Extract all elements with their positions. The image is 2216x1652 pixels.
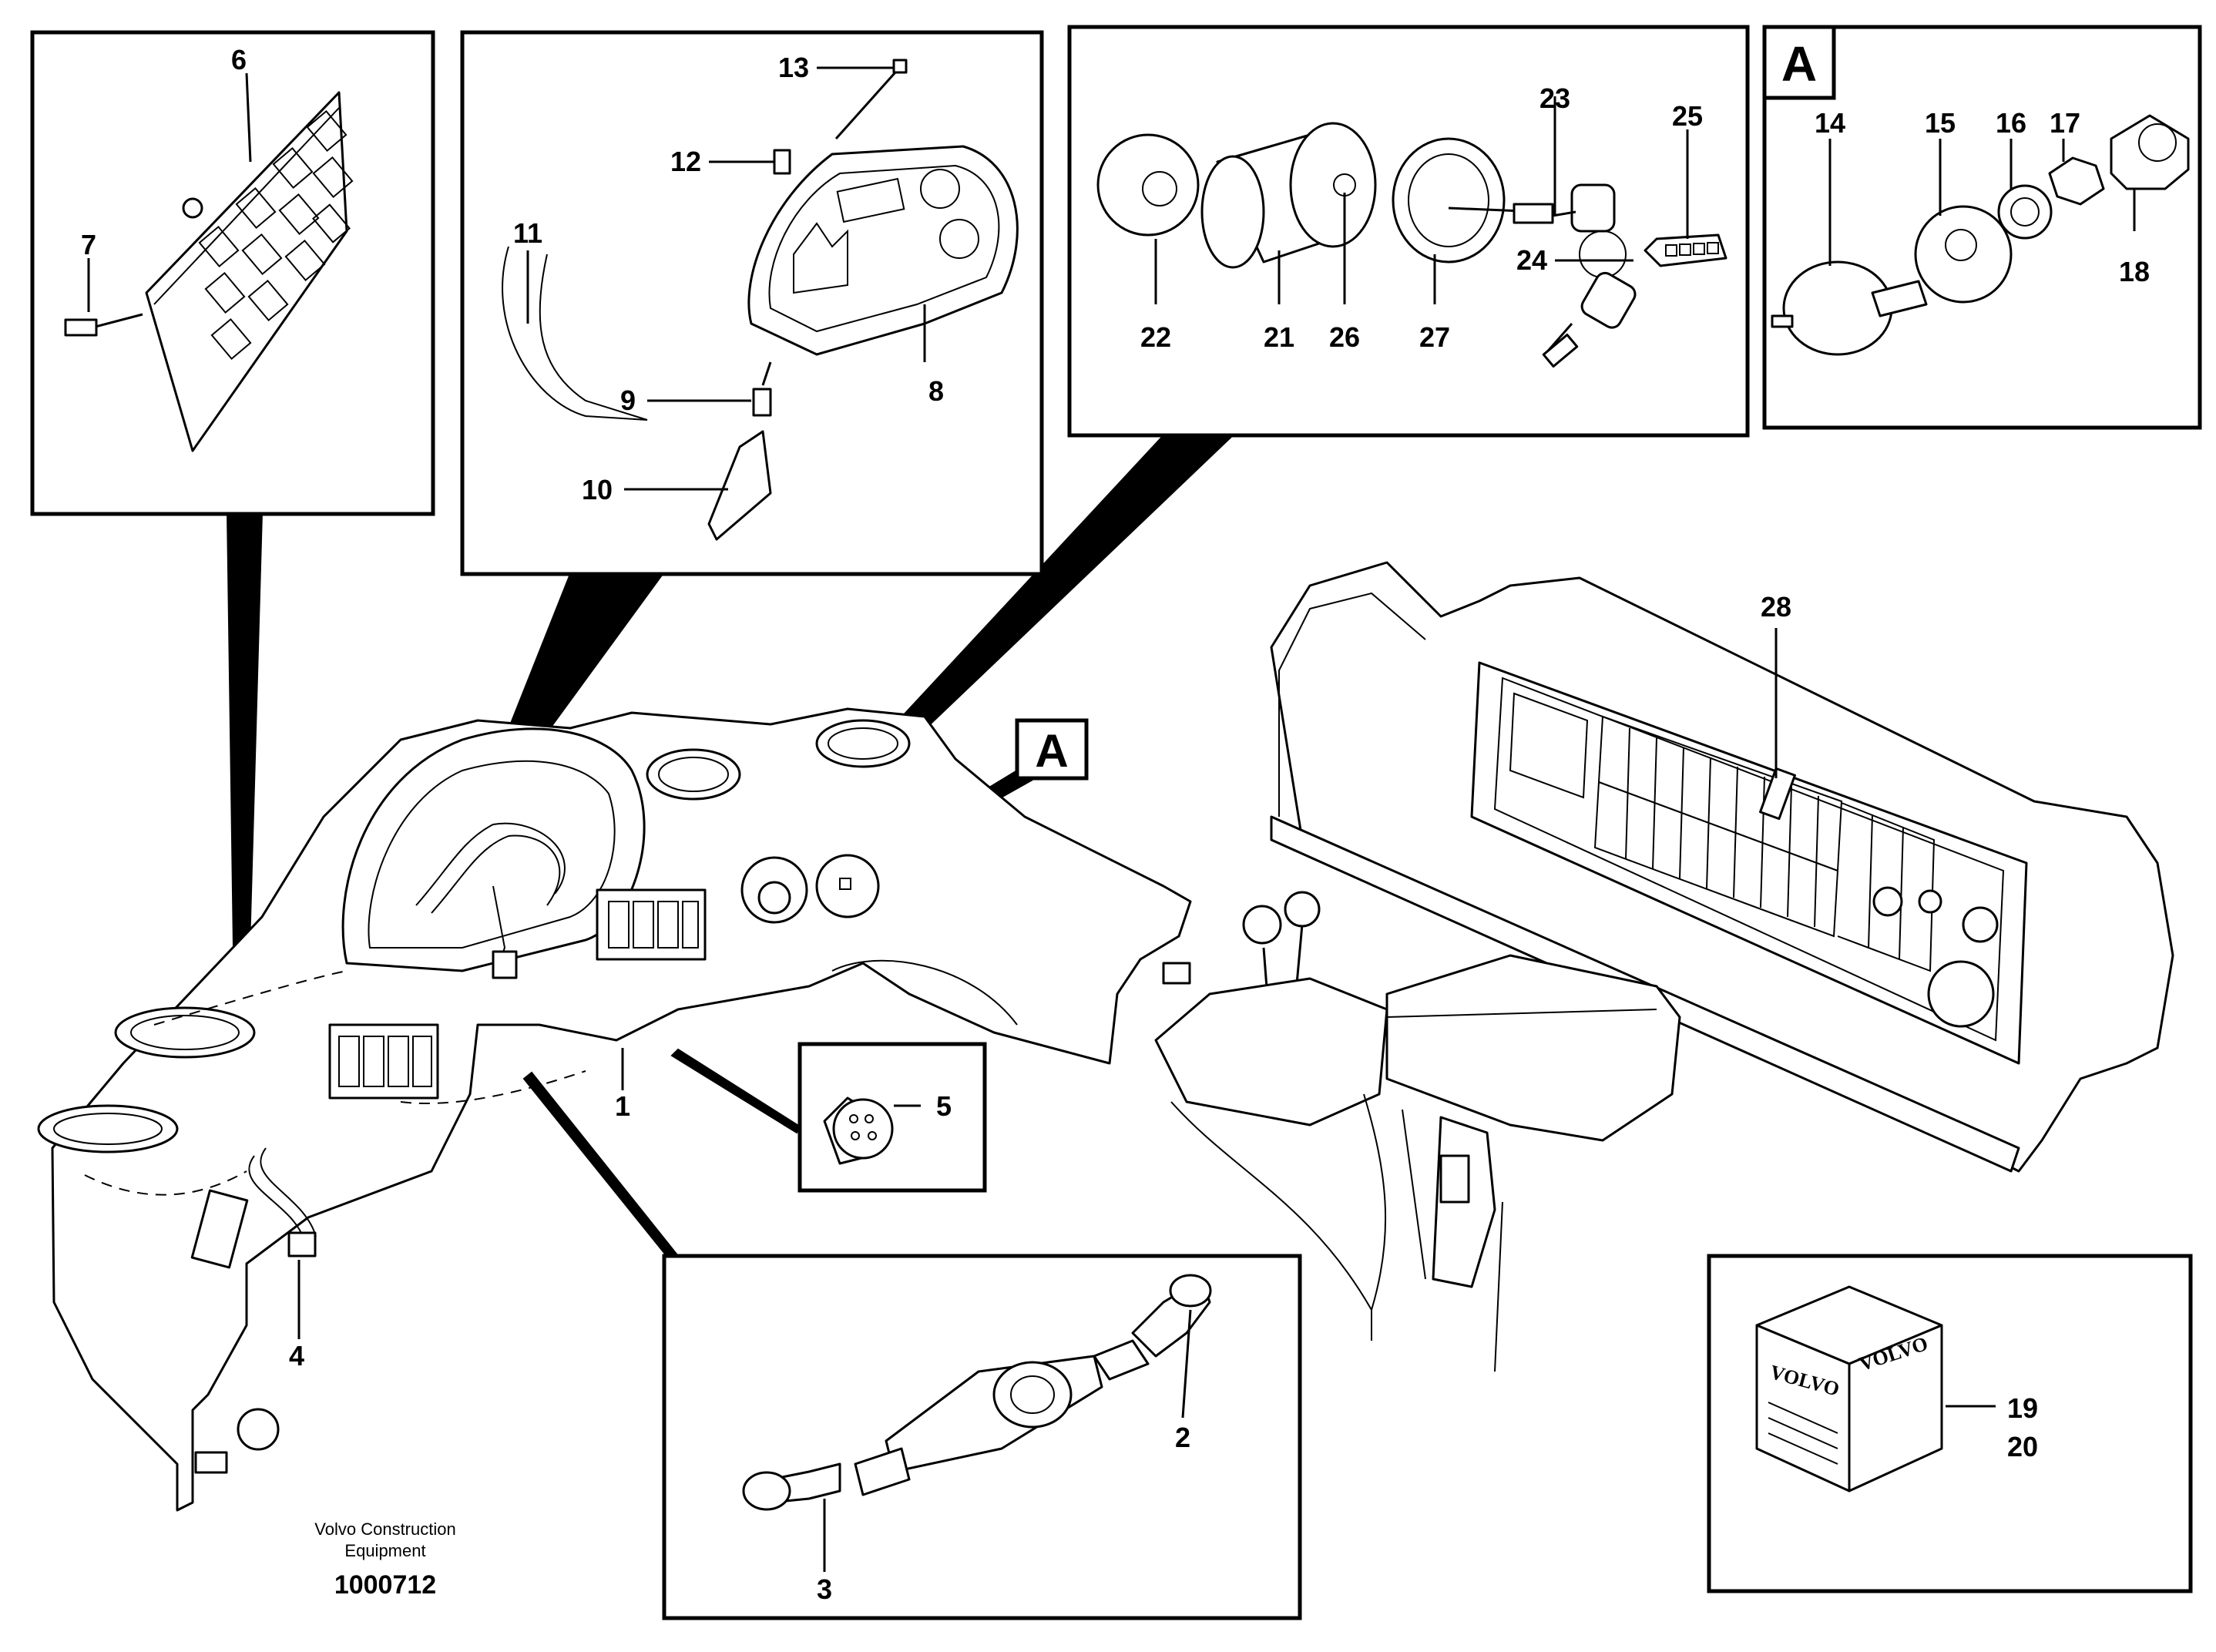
detail-box-parts-kit: VOLVO VOLVO 19 20 <box>1707 1254 2193 1593</box>
dashboard-assembly <box>37 707 1192 1512</box>
detail-box-ignition: 23 25 24 22 21 26 27 <box>1067 25 1750 438</box>
drawing-footer: Volvo Construction Equipment 1000712 <box>314 1519 455 1600</box>
detail-box-connector: 5 <box>797 1042 987 1193</box>
detail-box-lever-switch: 2 3 <box>662 1254 1302 1620</box>
callout-23: 23 <box>1539 82 1570 114</box>
callout-22: 22 <box>1140 321 1171 353</box>
callout-24: 24 <box>1516 244 1547 276</box>
detail-box-instrument-cluster: 13 12 11 8 9 10 <box>460 30 1044 576</box>
callout-28: 28 <box>1761 591 1791 623</box>
callout-12: 12 <box>670 146 701 177</box>
callout-11: 11 <box>513 217 542 249</box>
callout-7: 7 <box>81 229 96 260</box>
callout-18: 18 <box>2119 256 2150 287</box>
detail-box-a: A 14 15 16 17 18 <box>1762 25 2202 430</box>
callout-13: 13 <box>778 52 809 83</box>
callout-9: 9 <box>620 384 636 416</box>
callout-5: 5 <box>936 1090 952 1122</box>
callout-27: 27 <box>1419 321 1450 353</box>
callout-4: 4 <box>289 1340 304 1372</box>
callout-14: 14 <box>1815 107 1845 139</box>
company-name-line1: Volvo Construction <box>314 1519 455 1539</box>
keypad-buttons <box>198 109 354 361</box>
callout-10: 10 <box>582 474 613 505</box>
callout-25: 25 <box>1672 100 1703 132</box>
drawing-number: 1000712 <box>334 1570 436 1600</box>
callout-26: 26 <box>1329 321 1360 353</box>
callout-8: 8 <box>928 375 944 407</box>
detail-box-keypad: 6 7 <box>30 30 435 516</box>
callout-3: 3 <box>817 1573 832 1605</box>
callout-2: 2 <box>1175 1422 1190 1453</box>
callout-16: 16 <box>1996 107 2026 139</box>
callout-17: 17 <box>2050 107 2080 139</box>
callout-6: 6 <box>231 44 247 76</box>
callout-19: 19 <box>2007 1392 2038 1424</box>
company-name-line2: Equipment <box>344 1541 425 1560</box>
detail-a-label: A <box>1781 36 1817 92</box>
callout-21: 21 <box>1264 321 1294 353</box>
detail-a-marker: A <box>1015 718 1089 781</box>
cab-console <box>1154 561 2174 1372</box>
callout-1: 1 <box>615 1090 630 1122</box>
detail-a-marker-label: A <box>1035 725 1068 777</box>
callout-20: 20 <box>2007 1431 2038 1462</box>
callout-15: 15 <box>1925 107 1956 139</box>
